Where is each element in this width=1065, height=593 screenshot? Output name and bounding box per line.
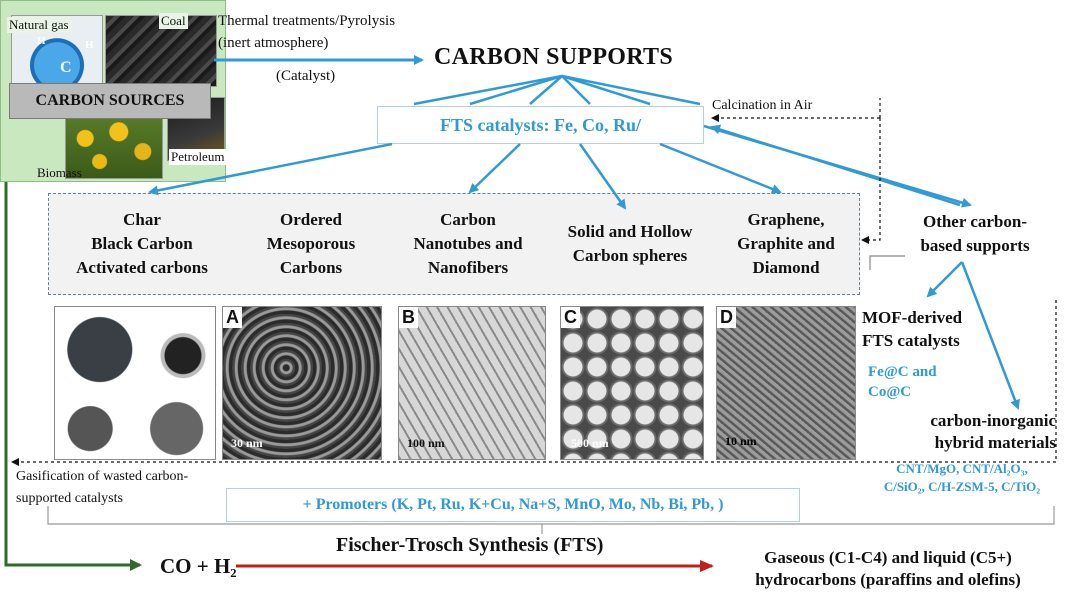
- scale-bar-b: 100 nm: [407, 436, 445, 450]
- co-h2-label: CO + H₂: [160, 554, 237, 578]
- biomass-label: Biomass: [37, 165, 82, 180]
- category-line: Solid and Hollow: [567, 222, 693, 241]
- mof-line-1: MOF-derived: [862, 308, 963, 327]
- products-line-1: Gaseous (C1-C4) and liquid (C5+): [764, 548, 1012, 567]
- image-letter-c: C: [561, 307, 580, 328]
- mof-derived-label: MOF-derived FTS catalysts: [862, 306, 962, 352]
- sem-image-c: C 500 nm: [560, 306, 704, 460]
- activated-carbon-photo: [54, 306, 216, 460]
- other-line-2: based supports: [920, 236, 1030, 255]
- sources-to-syngas-arrow: [4, 182, 142, 571]
- calcination-loop: [861, 118, 881, 244]
- bottom-bracket: [47, 506, 1055, 525]
- gasif-line-2: supported catalysts: [16, 491, 123, 506]
- catalyst-label: (Catalyst): [276, 68, 336, 84]
- fec-line-2: Co@C: [868, 384, 912, 400]
- mof-line-2: FTS catalysts: [862, 331, 960, 350]
- carbon-sources-panel: Natural gas Coal Biomass Petroleum H H C…: [0, 0, 227, 182]
- products-line-2: hydrocarbons (paraffins and olefins): [755, 570, 1021, 589]
- category-line: Black Carbon: [91, 234, 193, 253]
- image-letter-d: D: [717, 307, 736, 328]
- thermal-treatment-label: Thermal treatments/Pyrolysis (inert atmo…: [218, 10, 395, 54]
- other-to-hybrid-arrow: [960, 261, 1020, 410]
- thermal-line-1: Thermal treatments/Pyrolysis: [218, 13, 396, 29]
- gasification-label: Gasification of wasted carbon- supported…: [16, 466, 188, 510]
- scale-bar-d: 10 nm: [725, 434, 757, 448]
- calcination-label: Calcination in Air: [712, 98, 813, 113]
- category-line: Mesoporous: [266, 234, 356, 253]
- gasif-line-1: Gasification of wasted carbon-: [16, 469, 189, 484]
- hybrid-examples-label: CNT/MgO, CNT/Al₂O₃, C/SiO₂, C/H-ZSM-5, C…: [868, 460, 1056, 496]
- category-line: Nanotubes and: [413, 234, 523, 253]
- category-line: Carbon: [440, 210, 496, 229]
- other-line-1: Other carbon-: [922, 212, 1028, 231]
- petroleum-label: Petroleum: [169, 149, 227, 165]
- category-line: Activated carbons: [76, 258, 208, 277]
- category-line: Nanofibers: [427, 258, 509, 277]
- supports-to-catalyst-arrows: [413, 74, 701, 106]
- products-label: Gaseous (C1-C4) and liquid (C5+) hydroca…: [722, 547, 1054, 591]
- scale-bar-c: 500 nm: [571, 436, 609, 450]
- biomass-image: [65, 111, 163, 179]
- cnt-line-1: CNT/MgO, CNT/Al₂O₃,: [896, 461, 1028, 476]
- category-line: Char: [123, 210, 161, 229]
- hybrid-line-2: hybrid materials: [934, 433, 1056, 452]
- category-line: Carbons: [279, 258, 343, 277]
- carbon-sources-title: CARBON SOURCES: [9, 83, 211, 119]
- gas-h-label-2: H: [85, 39, 94, 51]
- catalyst-to-category-arrows: [148, 124, 972, 210]
- tem-image-b: B 100 nm: [398, 306, 546, 460]
- hybrid-line-1: carbon-inorganic: [930, 411, 1056, 430]
- gas-c-label: C: [60, 59, 72, 76]
- cnt-line-2: C/SiO₂, C/H-ZSM-5, C/TiO₂: [883, 479, 1041, 494]
- category-line: Diamond: [752, 258, 820, 277]
- other-to-mof-arrow: [926, 261, 963, 298]
- gas-h-label-1: H: [37, 35, 46, 47]
- fts-catalysts-box: FTS catalysts: Fe, Co, Ru/: [377, 106, 704, 144]
- other-connector: [869, 255, 905, 270]
- tem-image-d: D 10 nm: [716, 306, 856, 460]
- fe-co-at-c-label: Fe@C and Co@C: [868, 362, 937, 402]
- category-line: Graphite and: [737, 234, 835, 253]
- gasification-arrow: [11, 300, 1057, 466]
- fec-line-1: Fe@C and: [868, 364, 937, 380]
- image-letter-a: A: [223, 307, 242, 328]
- scale-bar-a: 30 nm: [231, 436, 263, 450]
- carbon-supports-title: CARBON SUPPORTS: [434, 44, 674, 70]
- natural-gas-label: Natural gas: [7, 17, 71, 33]
- category-line: Ordered: [279, 210, 342, 229]
- tem-image-a: A 30 nm: [222, 306, 382, 460]
- thermal-line-2: (inert atmosphere): [218, 35, 329, 51]
- fts-title: Fischer-Trosch Synthesis (FTS): [336, 534, 604, 556]
- hybrid-materials-label: carbon-inorganic hybrid materials: [866, 410, 1056, 454]
- image-letter-b: B: [399, 307, 418, 328]
- category-line: Carbon spheres: [572, 246, 688, 265]
- other-carbon-supports: Other carbon- based supports: [900, 210, 1050, 258]
- category-line: Graphene,: [747, 210, 825, 229]
- coal-label: Coal: [159, 13, 188, 29]
- promoters-box: + Promoters (K, Pt, Ru, K+Cu, Na+S, MnO,…: [226, 488, 800, 522]
